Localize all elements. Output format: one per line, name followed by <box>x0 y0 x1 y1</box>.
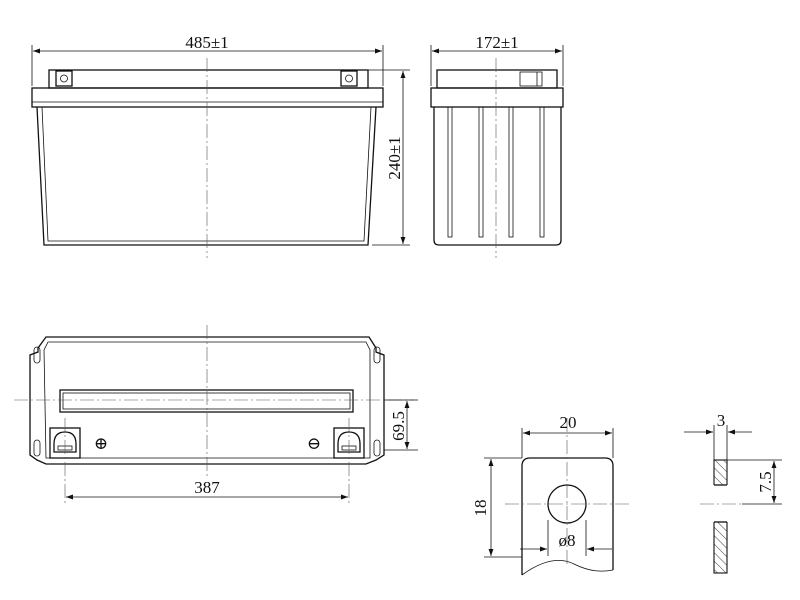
terminal-thickness-label: 3 <box>717 411 726 430</box>
terminal-plate <box>521 457 614 575</box>
top-offset-label: 69.5 <box>389 411 408 441</box>
mount-slot-br <box>373 439 381 457</box>
terminal-hole-offset-label: 7.5 <box>756 471 775 492</box>
positive-symbol: ⊕ <box>94 434 108 453</box>
side-flange <box>430 87 564 108</box>
top-terminal-right <box>333 418 365 504</box>
side-ribs <box>447 106 545 238</box>
mount-slot-bl <box>33 439 41 457</box>
front-view: 485±1 240±1 <box>31 33 410 258</box>
break-line <box>521 560 614 576</box>
top-outline <box>29 336 385 465</box>
front-terminal-left <box>55 70 73 87</box>
side-width-label: 172±1 <box>475 33 518 52</box>
mount-slot-tr <box>373 346 381 364</box>
side-lid <box>436 69 558 89</box>
negative-symbol: ⊖ <box>307 434 321 453</box>
front-body <box>36 106 377 246</box>
height-label: 240±1 <box>385 136 404 179</box>
terminal-width-label: 20 <box>560 413 577 432</box>
side-terminal <box>519 71 543 87</box>
terminal-detail-section: 3 7.5 <box>684 411 782 574</box>
side-view: 172±1 <box>430 33 564 258</box>
side-body <box>433 107 562 246</box>
front-flange <box>31 87 384 108</box>
top-handle <box>59 389 354 413</box>
terminal-spacing-label: 387 <box>194 478 220 497</box>
front-terminal-right <box>340 70 358 87</box>
top-view: ⊕ ⊖ 69.5 387 <box>14 325 418 504</box>
top-terminal-left <box>49 418 81 504</box>
terminal-detail-front: 20 18 ø8 <box>471 413 630 576</box>
terminal-hole-label: ø8 <box>559 531 576 550</box>
mount-slot-tl <box>33 346 41 364</box>
front-width-label: 485±1 <box>185 33 228 52</box>
terminal-height-label: 18 <box>471 500 490 517</box>
front-lid <box>48 69 369 89</box>
